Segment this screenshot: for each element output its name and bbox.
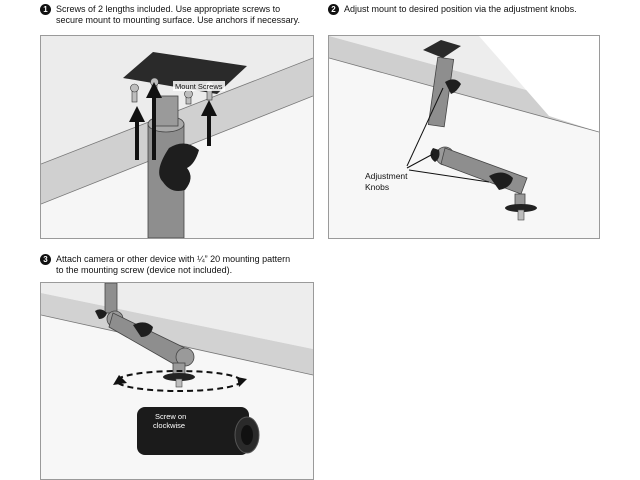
step-2-instruction: 2 Adjust mount to desired position via t…: [328, 4, 628, 18]
adjustment-knobs-label-line-1: Adjustment: [365, 171, 408, 181]
step-1-number: 1: [40, 4, 51, 15]
step-2-illustration: Adjustment Knobs: [328, 35, 600, 239]
step-2-line-1: Adjust mount to desired position via the…: [344, 4, 577, 14]
step-3-line-2: to the mounting screw (device not includ…: [56, 265, 233, 275]
step-1-line-1: Screws of 2 lengths included. Use approp…: [56, 4, 281, 14]
step-1-instruction: 1 Screws of 2 lengths included. Use appr…: [40, 4, 320, 30]
step-3-illustration: Screw on clockwise: [40, 282, 314, 480]
step-3-instruction: 3 Attach camera or other device with ¼” …: [40, 254, 330, 280]
step-3-line-1: Attach camera or other device with ¼” 20…: [56, 254, 291, 264]
screw-on-label-line-2: clockwise: [153, 421, 185, 430]
step-2-number: 2: [328, 4, 339, 15]
step-3-number: 3: [40, 254, 51, 265]
screw-on-label-line-1: Screw on: [155, 412, 186, 421]
adjustment-knobs-label-line-2: Knobs: [365, 182, 389, 192]
step-1-illustration: Mount Screws: [40, 35, 314, 239]
mount-screws-label: Mount Screws: [175, 82, 223, 91]
step-1-line-2: secure mount to mounting surface. Use an…: [56, 15, 300, 25]
